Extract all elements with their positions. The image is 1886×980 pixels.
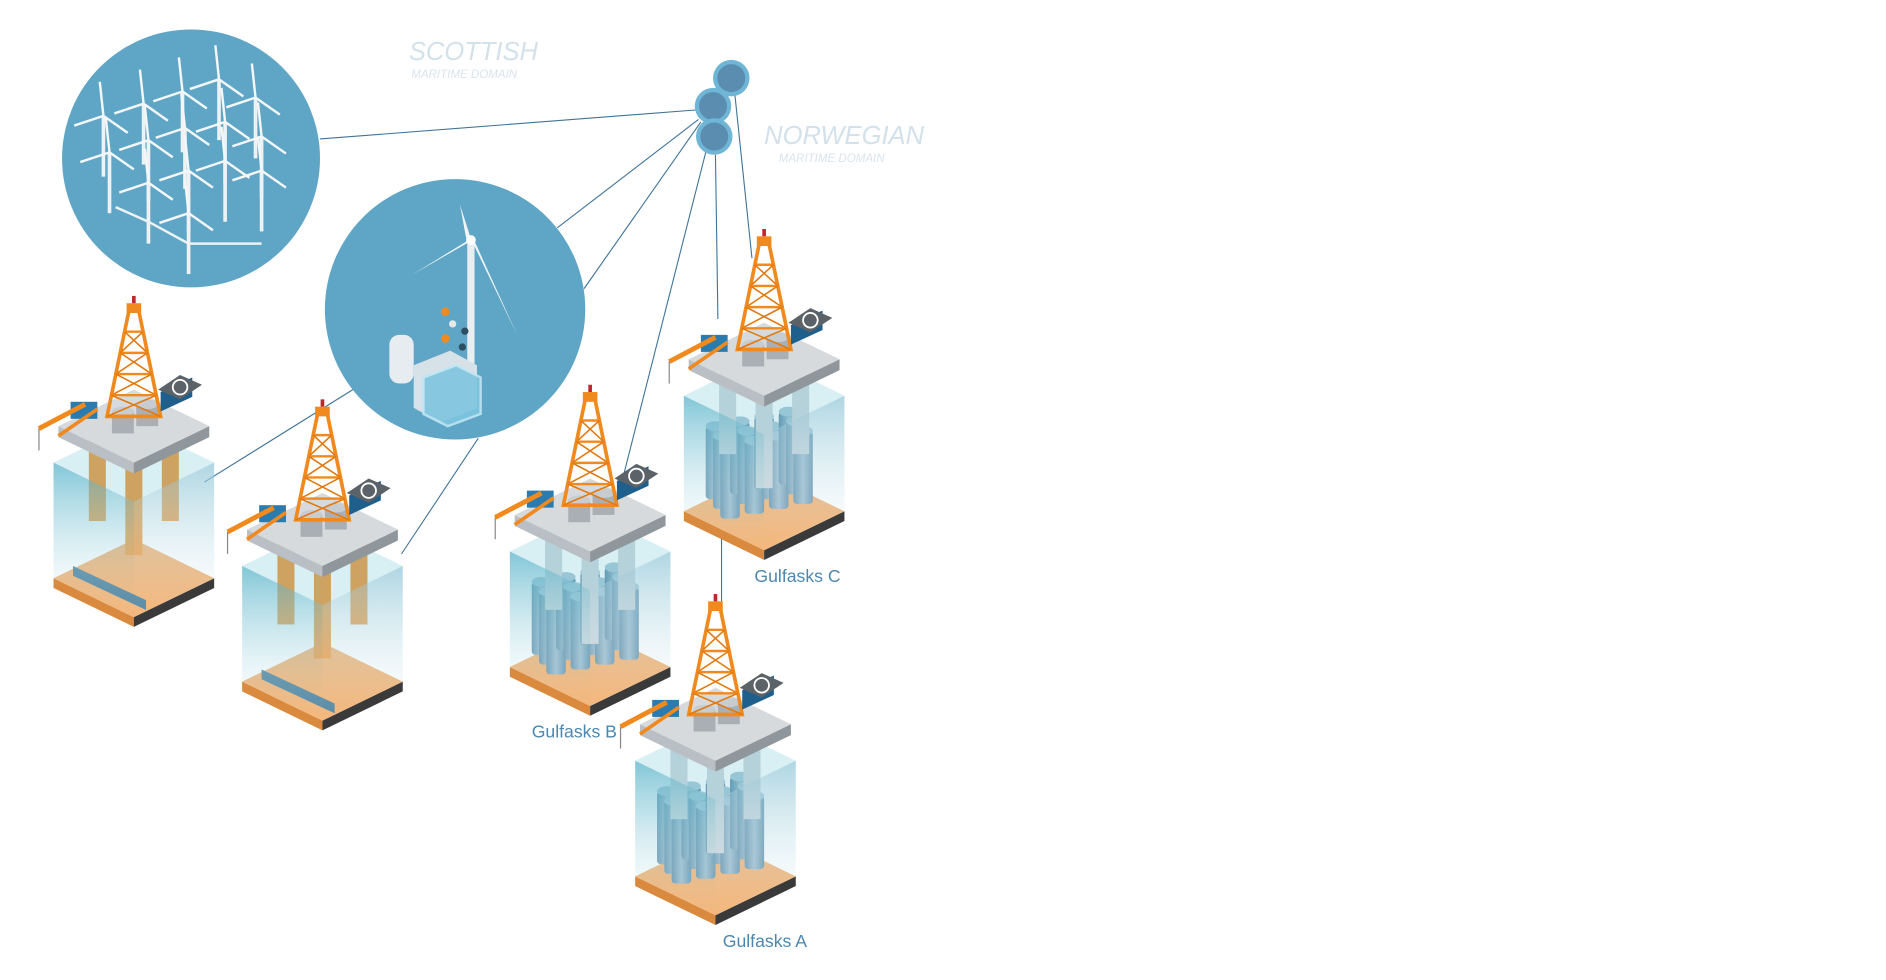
- platform-label-gulfasks-b: Gulfasks B: [532, 722, 617, 742]
- connection-line: [583, 121, 702, 289]
- norwegian-domain-label: NORWEGIAN MARITIME DOMAIN: [764, 122, 924, 165]
- connection-line: [204, 389, 354, 483]
- connection-line: [620, 152, 707, 488]
- crane-icon: [619, 699, 680, 749]
- scottish-domain-label: SCOTTISH MARITIME DOMAIN: [409, 38, 539, 81]
- crane-icon: [494, 490, 555, 540]
- connection-line: [401, 437, 479, 555]
- crane-icon: [668, 334, 729, 384]
- platform-2: [226, 399, 403, 731]
- connection-line: [714, 154, 719, 320]
- wind-turbine-icon: [232, 136, 287, 232]
- derrick-icon: [104, 295, 163, 419]
- connection-line: [734, 95, 753, 259]
- wind-turbine-icon: [189, 45, 245, 141]
- norwegian-domain-title: NORWEGIAN: [764, 122, 924, 150]
- wind-turbine-icon: [118, 105, 174, 202]
- connection-lines: [204, 95, 753, 603]
- derrick-icon: [561, 384, 620, 508]
- wind-hydrogen-plant-icon: [324, 179, 586, 440]
- scottish-domain-title: SCOTTISH: [409, 38, 539, 66]
- crane-icon: [37, 401, 99, 451]
- crane-icon: [226, 505, 287, 554]
- platform-label-gulfasks-a: Gulfasks A: [723, 931, 807, 951]
- wind-turbine-icon: [73, 81, 129, 177]
- helideck-icon: [788, 308, 833, 345]
- wind-turbine-icon: [225, 63, 281, 159]
- helideck-icon: [739, 673, 784, 710]
- wind-turbine-icon: [113, 69, 169, 165]
- connection-line: [319, 109, 699, 140]
- scottish-domain-subtitle: MARITIME DOMAIN: [411, 69, 518, 81]
- platform-label-gulfasks-c: Gulfasks C: [754, 566, 840, 586]
- offshore-wind-farm-icon: [62, 29, 321, 288]
- helideck-icon: [614, 463, 659, 501]
- helideck-icon: [158, 375, 202, 412]
- connection-line: [556, 119, 699, 229]
- helideck-icon: [346, 478, 391, 515]
- hub-node-icon: [694, 59, 750, 155]
- norwegian-domain-subtitle: MARITIME DOMAIN: [779, 153, 886, 165]
- wind-turbine-icon: [118, 148, 174, 244]
- derrick-icon: [735, 229, 794, 352]
- platform-3: [494, 384, 671, 716]
- platform-5: [619, 594, 796, 925]
- wind-turbine-icon: [79, 118, 135, 214]
- wind-turbine-icon: [159, 136, 214, 232]
- derrick-icon: [293, 399, 352, 522]
- wind-turbine-icon: [155, 93, 210, 189]
- platform-1: [37, 295, 215, 627]
- derrick-icon: [686, 594, 745, 717]
- platform-4: [668, 229, 845, 560]
- wind-turbine-icon: [152, 57, 208, 153]
